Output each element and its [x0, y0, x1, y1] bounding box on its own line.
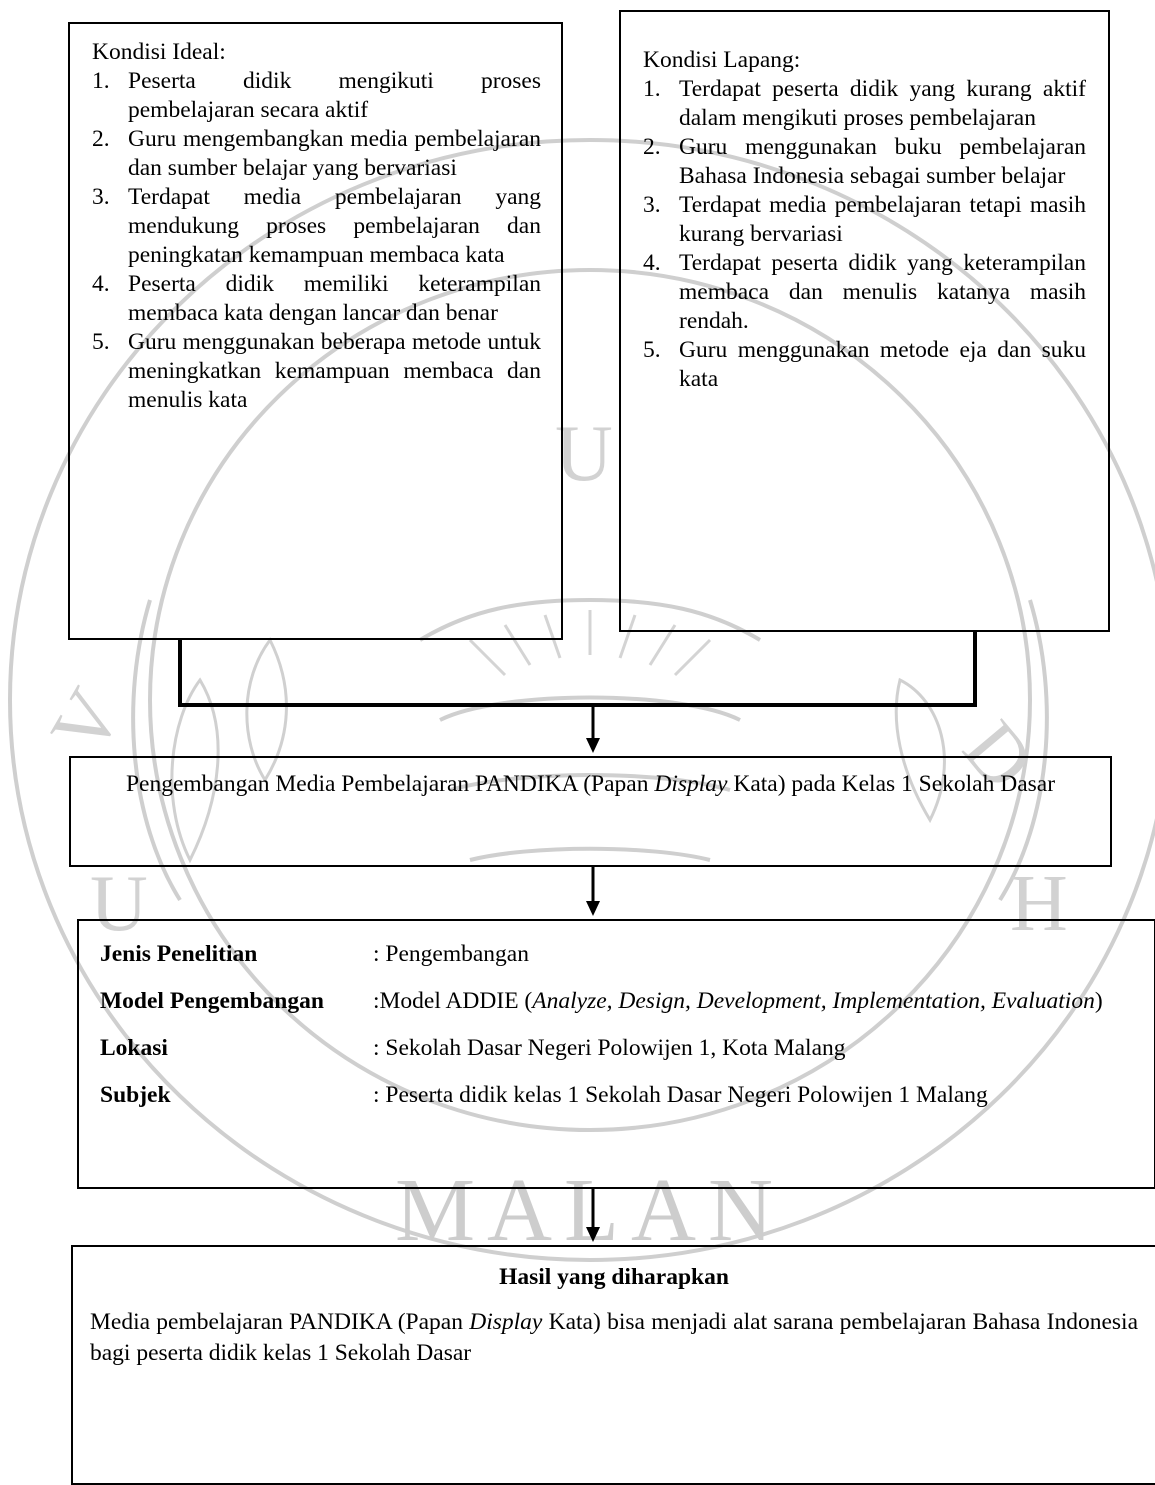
hasil-body: Media pembelajaran PANDIKA (Papan Displa…: [90, 1309, 1138, 1366]
pengembangan-box: Pengembangan Media Pembelajaran PANDIKA …: [69, 756, 1112, 867]
kondisi-ideal-item: 4.Peserta didik memiliki keterampilan me…: [92, 271, 541, 326]
svg-text:U: U: [555, 410, 613, 498]
hasil-title: Hasil yang diharapkan: [499, 1264, 729, 1290]
kondisi-ideal-item: 2.Guru mengembangkan media pembelajaran …: [92, 126, 541, 181]
kondisi-ideal-list: 1.Peserta didik mengikuti proses pembela…: [92, 67, 541, 415]
kondisi-ideal-title: Kondisi Ideal:: [92, 39, 226, 65]
model-value: :Model ADDIE (Analyze, Design, Developme…: [373, 988, 1103, 1014]
kondisi-lapang-title: Kondisi Lapang:: [643, 47, 801, 73]
pengembangan-text-2: Kata) pada Kelas 1 Sekolah Dasar: [727, 771, 1056, 797]
jenis-label: Jenis Penelitian: [100, 941, 258, 967]
row-subjek: Subjek : Peserta didik kelas 1 Sekolah D…: [100, 1080, 1138, 1111]
lokasi-label: Lokasi: [100, 1035, 168, 1061]
arrow-head-3: [586, 1227, 600, 1242]
arrow-head-1: [586, 738, 600, 753]
subjek-value: : Peserta didik kelas 1 Sekolah Dasar Ne…: [373, 1082, 988, 1108]
kondisi-ideal-item: 5.Guru menggunakan beberapa metode untuk…: [92, 329, 541, 413]
kondisi-lapang-item: 2.Guru menggunakan buku pembelajaran Bah…: [643, 134, 1086, 189]
kondisi-lapang-item: 1.Terdapat peserta didik yang kurang akt…: [643, 76, 1086, 131]
kondisi-ideal-item: 1.Peserta didik mengikuti proses pembela…: [92, 68, 541, 123]
kondisi-lapang-item: 3.Terdapat media pembelajaran tetapi mas…: [643, 192, 1086, 247]
kondisi-lapang-item: 5.Guru menggunakan metode eja dan suku k…: [643, 337, 1086, 392]
kondisi-lapang-item: 4.Terdapat peserta didik yang keterampil…: [643, 250, 1086, 334]
svg-text:V: V: [34, 675, 139, 769]
subjek-label: Subjek: [100, 1082, 171, 1108]
kondisi-lapang-box: Kondisi Lapang: 1.Terdapat peserta didik…: [619, 10, 1110, 632]
merge-connector: [178, 632, 977, 707]
arrow-head-2: [586, 901, 600, 916]
row-lokasi: Lokasi : Sekolah Dasar Negeri Polowijen …: [100, 1033, 1138, 1064]
pengembangan-text-italic: Display: [654, 771, 728, 797]
hasil-box: Hasil yang diharapkan Media pembelajaran…: [71, 1245, 1155, 1485]
penelitian-box: Jenis Penelitian : Pengembangan Model Pe…: [77, 919, 1155, 1189]
kondisi-ideal-item: 3.Terdapat media pembelajaran yang mendu…: [92, 184, 541, 268]
model-label: Model Pengembangan: [100, 988, 324, 1014]
pengembangan-text-1: Pengembangan Media Pembelajaran PANDIKA …: [125, 771, 655, 797]
row-model: Model Pengembangan :Model ADDIE (Analyze…: [100, 986, 1138, 1017]
kondisi-ideal-box: Kondisi Ideal: 1.Peserta didik mengikuti…: [68, 22, 563, 640]
lokasi-value: : Sekolah Dasar Negeri Polowijen 1, Kota…: [373, 1035, 846, 1061]
row-jenis: Jenis Penelitian : Pengembangan: [100, 939, 1138, 970]
kondisi-lapang-list: 1.Terdapat peserta didik yang kurang akt…: [643, 75, 1086, 394]
jenis-value: : Pengembangan: [373, 941, 529, 967]
